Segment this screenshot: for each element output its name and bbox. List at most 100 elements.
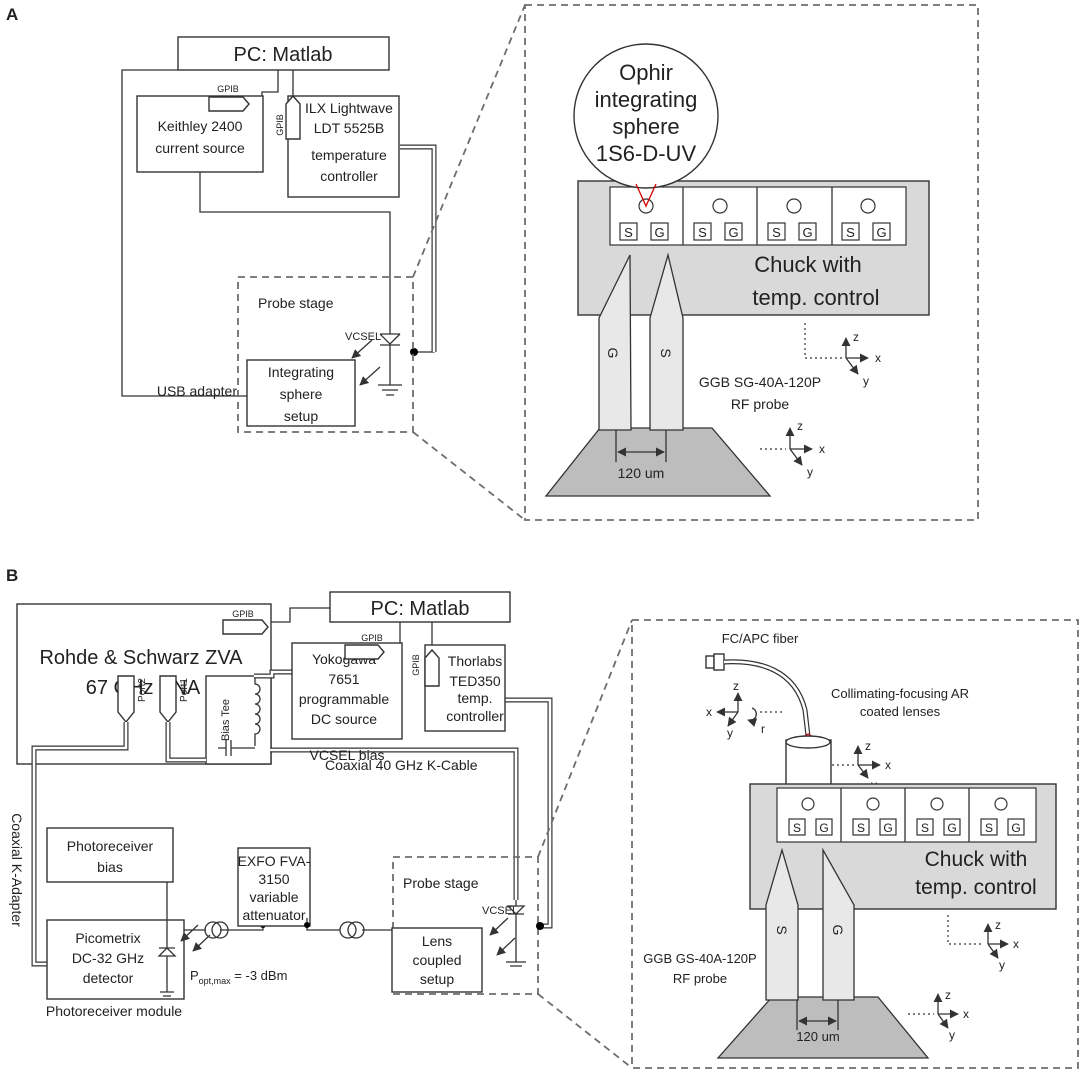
coax-cable-label: Coaxial 40 GHz K-Cable — [325, 757, 478, 773]
pad-g — [879, 818, 897, 836]
axis-x-label: x — [1013, 937, 1019, 951]
probe-a-label-2: RF probe — [731, 396, 790, 412]
ophir-sphere — [573, 43, 719, 189]
coax-temp — [505, 697, 553, 929]
gpib-label-vna: GPIB — [232, 609, 254, 619]
probe-stage-label-b: Probe stage — [403, 875, 479, 891]
vcsel-symbol-b — [506, 900, 526, 967]
gpib-connector-vna — [222, 619, 269, 635]
axes-fiber: z x y r — [706, 679, 765, 740]
coax-inner — [505, 698, 552, 928]
axis-x-label: x — [875, 351, 881, 365]
axis-z-label: z — [733, 679, 739, 693]
bias-tee-box — [205, 675, 272, 765]
thor-label-4: controller — [446, 708, 504, 724]
aperture-2 — [712, 198, 728, 214]
fiber-connector-body — [713, 653, 725, 671]
probe-tip-s-b — [765, 847, 799, 1001]
probe-stage-box-b — [392, 856, 539, 995]
gpib-connector-yoko — [344, 644, 385, 660]
chuck-b-label-1: Chuck with — [925, 848, 1028, 871]
tip-g-label: G — [605, 348, 621, 359]
pad-g-label: G — [728, 225, 738, 240]
lens-label-3: setup — [420, 971, 454, 987]
probe-stage-label: Probe stage — [258, 295, 334, 311]
probe-stage-box — [237, 276, 414, 433]
coax-inner — [254, 670, 292, 678]
pad-s — [788, 818, 806, 836]
ilx-box — [287, 95, 400, 198]
coax-adapter-label: Coaxial K-Adapter — [9, 813, 25, 927]
ilx-label-2: LDT 5525B — [314, 120, 385, 136]
gpib-label-ilx: GPIB — [275, 114, 285, 136]
pad-g — [872, 222, 891, 241]
pad-s-label: S — [698, 225, 707, 240]
port1-connector — [159, 675, 177, 724]
lens-top — [785, 735, 831, 749]
thor-label-2: TED350 — [449, 673, 501, 689]
ophir-label-3: sphere — [612, 114, 679, 139]
yoko-label-3: programmable — [299, 691, 389, 707]
photodiode-symbol — [157, 882, 177, 997]
emission-arrow — [496, 937, 516, 956]
panel-a-label: A — [6, 5, 18, 24]
ilx-label-3: temperature — [311, 147, 387, 163]
pico-label-2: DC-32 GHz — [72, 950, 144, 966]
junction-dot-b — [536, 922, 544, 930]
pr-bias-label-2: bias — [97, 859, 123, 875]
axis-x-label: x — [819, 442, 825, 456]
pad-s-label: S — [846, 225, 855, 240]
axis-r-label: r — [761, 722, 765, 736]
coax-inner — [32, 722, 128, 966]
axes-chuck-a: z x y — [841, 330, 881, 388]
chuck-a-label-1: Chuck with — [754, 252, 862, 277]
axis-z-label: z — [865, 739, 871, 753]
coax-inner — [270, 748, 518, 900]
probe-a-label-1: GGB SG-40A-120P — [699, 374, 821, 390]
keithley-label-1: Keithley 2400 — [158, 118, 243, 134]
port2-connector — [117, 675, 135, 724]
axis-z-label: z — [853, 330, 859, 344]
probe-tip-s — [649, 252, 684, 431]
pr-bias-label-1: Photoreceiver — [67, 838, 154, 854]
axis-x-label: x — [963, 1007, 969, 1021]
fiber-cable-inner — [723, 660, 810, 737]
pad-s-label: S — [793, 821, 801, 835]
coax-inner — [166, 722, 206, 762]
pad-s — [980, 818, 998, 836]
pad-s — [767, 222, 786, 241]
fiber-coil-1b — [211, 921, 229, 939]
emission-arrow — [192, 934, 211, 952]
panel-b-label: B — [6, 566, 18, 585]
pr-module-box — [46, 919, 185, 1000]
axis-z-label: z — [945, 988, 951, 1002]
keithley-label-2: current source — [155, 140, 245, 156]
pad-g — [943, 818, 961, 836]
inductor-symbol — [254, 676, 261, 746]
pc-box — [177, 36, 390, 71]
ilx-label-1: ILX Lightwave — [305, 100, 393, 116]
pad-g-label: G — [947, 821, 956, 835]
axis-z-label: z — [797, 419, 803, 433]
sphere-setup-label-3: setup — [284, 408, 318, 424]
pad-g-label: G — [802, 225, 812, 240]
fiber-connector — [705, 655, 715, 669]
ophir-label-2: integrating — [595, 87, 698, 112]
chuck-a-label-2: temp. control — [752, 285, 879, 310]
zoom-line-bottom-b — [537, 993, 633, 1069]
gpib-connector-keithley — [208, 96, 250, 112]
vcsel-symbol — [379, 286, 401, 385]
ground-symbol — [378, 384, 402, 396]
exfo-label-3: variable — [249, 889, 298, 905]
pc-box-b — [329, 591, 511, 623]
pad-s — [841, 222, 860, 241]
aperture-4 — [994, 797, 1008, 811]
pc-label: PC: Matlab — [234, 44, 333, 66]
gpib-label-keithley: GPIB — [217, 84, 239, 94]
sphere-setup-label-1: Integrating — [268, 364, 334, 380]
yoko-label-4: DC source — [311, 711, 377, 727]
pad-g — [798, 222, 817, 241]
pad-s — [852, 818, 870, 836]
